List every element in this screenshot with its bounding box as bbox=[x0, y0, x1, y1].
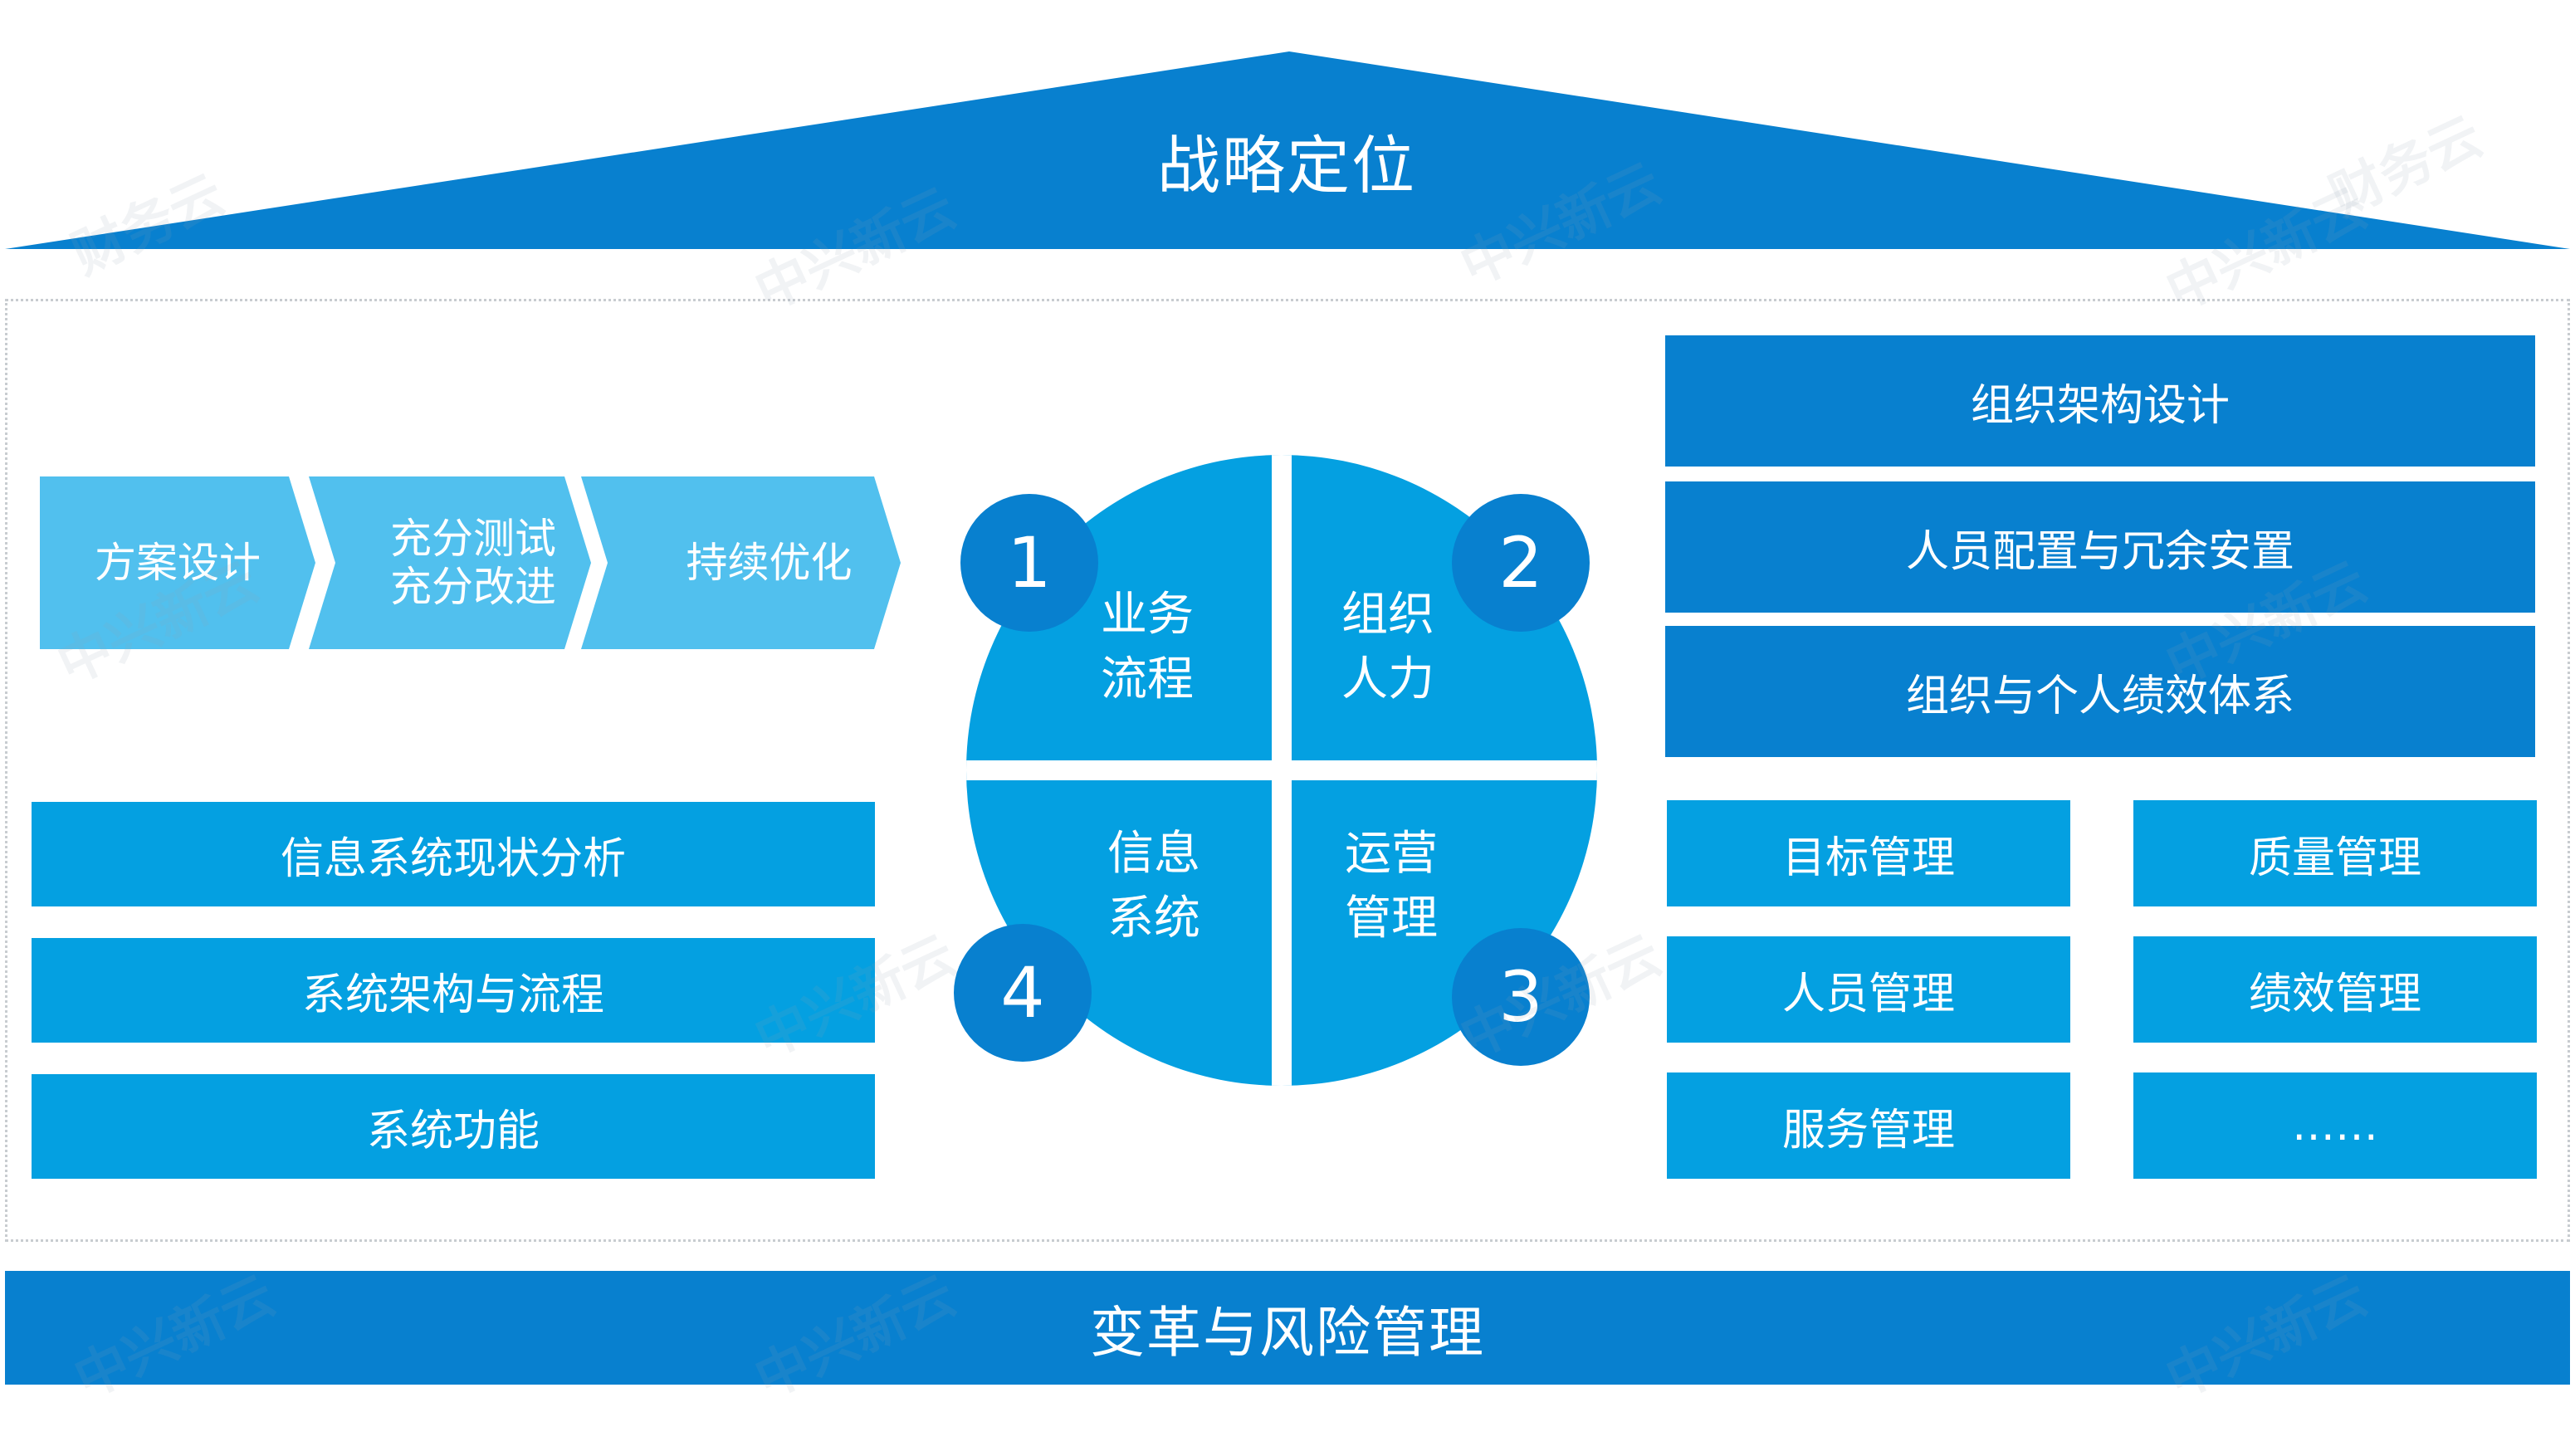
badge-1: 1 bbox=[960, 494, 1098, 632]
left-box-function: 系统功能 bbox=[32, 1074, 875, 1179]
grid-box-more: …… bbox=[2133, 1072, 2537, 1179]
quadrant-org-hr: 组织 人力 bbox=[1322, 583, 1454, 712]
quadrant-label: 人力 bbox=[1341, 652, 1434, 706]
quadrant-label: 管理 bbox=[1345, 892, 1438, 945]
roof-title: 战略定位 bbox=[1157, 129, 1416, 203]
left-box-label: 信息系统现状分析 bbox=[280, 833, 626, 884]
grid-box-label: 服务管理 bbox=[1781, 1105, 1955, 1156]
quadrant-operations: 运营 管理 bbox=[1325, 822, 1458, 951]
grid-box-quality: 质量管理 bbox=[2133, 800, 2537, 906]
right-box-org-design: 组织架构设计 bbox=[1665, 335, 2535, 467]
left-box-label: 系统功能 bbox=[366, 1106, 540, 1156]
grid-box-target: 目标管理 bbox=[1667, 800, 2070, 906]
quadrant-label: 运营 bbox=[1345, 827, 1438, 881]
process-arrow-design: 方案设计 bbox=[40, 476, 315, 649]
right-box-label: 组织与个人绩效体系 bbox=[1905, 671, 2294, 721]
left-box-system-analysis: 信息系统现状分析 bbox=[32, 802, 875, 906]
quadrant-label: 组织 bbox=[1341, 588, 1434, 642]
base-bar-title: 变革与风险管理 bbox=[1090, 1300, 1485, 1365]
badge-4: 4 bbox=[954, 924, 1092, 1062]
base-bar: 变革与风险管理 bbox=[5, 1271, 2570, 1385]
right-box-label: 人员配置与冗余安置 bbox=[1905, 526, 2294, 577]
grid-box-label: 目标管理 bbox=[1781, 833, 1955, 883]
badge-3: 3 bbox=[1452, 928, 1590, 1066]
grid-box-label: 绩效管理 bbox=[2248, 969, 2421, 1019]
left-box-label: 系统架构与流程 bbox=[301, 970, 604, 1020]
left-box-architecture: 系统架构与流程 bbox=[32, 938, 875, 1043]
process-arrow-label: 方案设计 bbox=[95, 539, 261, 587]
grid-box-performance: 绩效管理 bbox=[2133, 936, 2537, 1043]
quadrant-label: 系统 bbox=[1107, 892, 1200, 945]
badge-2: 2 bbox=[1452, 494, 1590, 632]
content-frame bbox=[5, 299, 2570, 1242]
grid-box-label: …… bbox=[2292, 1101, 2378, 1151]
grid-box-service: 服务管理 bbox=[1667, 1072, 2070, 1179]
right-box-performance-system: 组织与个人绩效体系 bbox=[1665, 626, 2535, 757]
process-arrow-label: 持续优化 bbox=[686, 539, 853, 587]
quadrant-label: 流程 bbox=[1101, 652, 1194, 706]
quadrant-business-process: 业务 流程 bbox=[1081, 583, 1214, 712]
right-box-label: 组织架构设计 bbox=[1970, 380, 2230, 431]
process-arrow-label: 充分测试 bbox=[390, 515, 556, 563]
process-arrow-test: 充分测试 充分改进 bbox=[309, 476, 591, 649]
grid-box-people: 人员管理 bbox=[1667, 936, 2070, 1043]
roof-shape bbox=[5, 51, 2570, 249]
grid-box-label: 质量管理 bbox=[2248, 833, 2421, 883]
process-arrow-label: 充分改进 bbox=[390, 563, 556, 611]
quadrant-label: 业务 bbox=[1101, 588, 1194, 642]
quadrant-label: 信息 bbox=[1107, 827, 1200, 881]
process-arrow-optimize: 持续优化 bbox=[581, 476, 901, 649]
grid-box-label: 人员管理 bbox=[1781, 969, 1955, 1019]
quadrant-info-system: 信息 系统 bbox=[1087, 822, 1220, 951]
right-box-staffing: 人员配置与冗余安置 bbox=[1665, 481, 2535, 613]
